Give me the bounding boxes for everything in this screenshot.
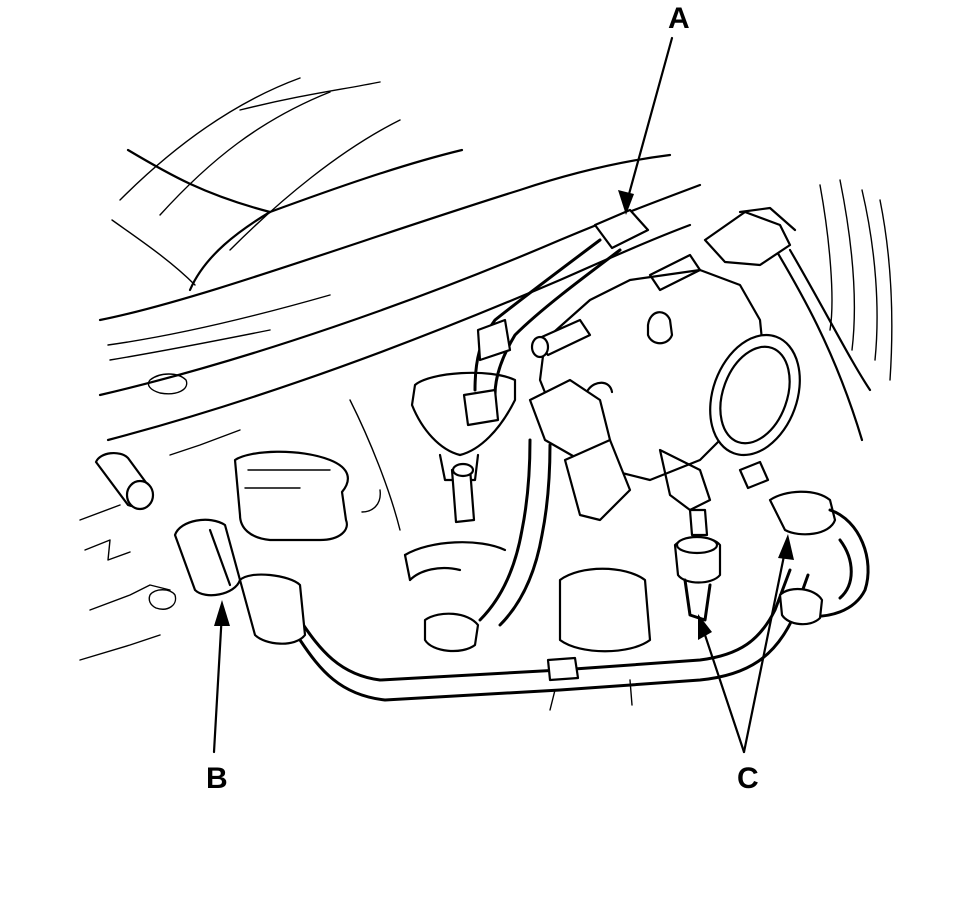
hose-b	[173, 518, 810, 702]
callout-label-a: A	[668, 2, 690, 35]
sensor-connector	[528, 378, 632, 522]
callout-label-c: C	[737, 762, 759, 795]
hose-a	[462, 208, 650, 427]
bolt	[530, 318, 592, 359]
hose-c	[423, 438, 870, 653]
callout-label-b: B	[206, 762, 228, 795]
clamp-left	[94, 452, 155, 511]
throttle-body	[538, 206, 801, 512]
leader-arrows	[212, 36, 794, 754]
bracket	[403, 541, 507, 582]
right-housing	[768, 179, 893, 442]
intake-plenum	[233, 450, 381, 542]
engine-block-left	[79, 399, 401, 661]
vacuum-canister	[410, 371, 517, 524]
engine-cover	[98, 77, 702, 442]
